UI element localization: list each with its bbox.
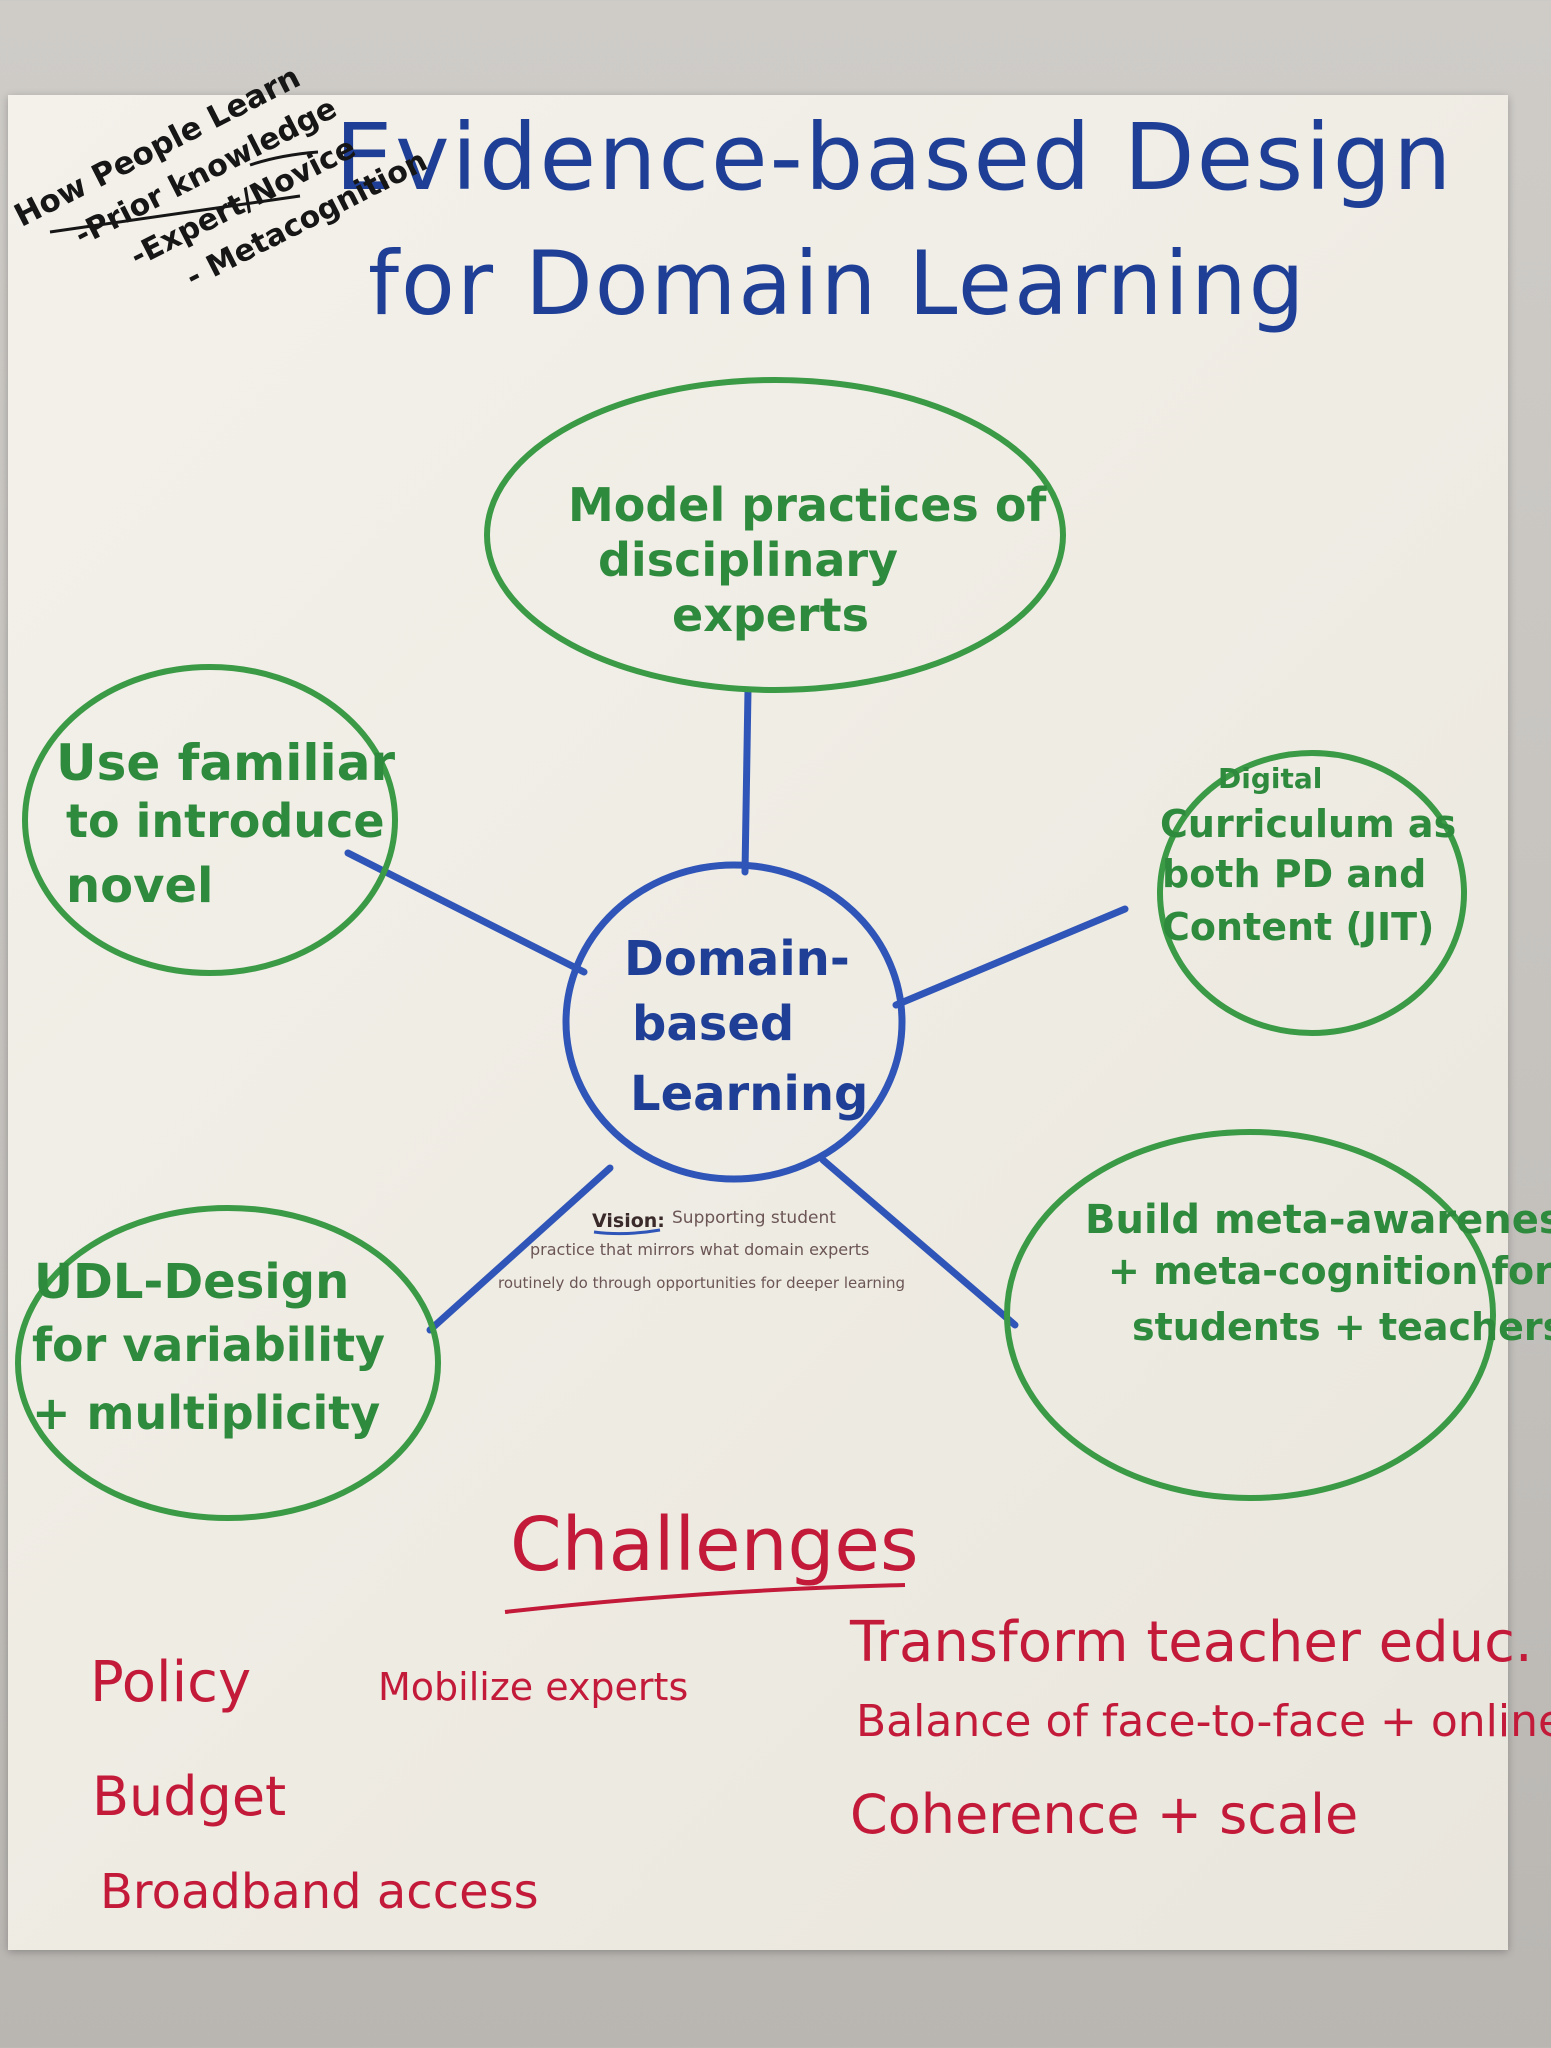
- challenges-underline: [504, 1583, 906, 1614]
- vision-underline: [593, 1228, 661, 1236]
- challenge-item: Broadband access: [100, 1864, 539, 1920]
- node-bottom-right-line: Build meta-awareness: [1085, 1197, 1551, 1243]
- challenge-item: Balance of face-to-face + online: [856, 1696, 1551, 1747]
- node-bottom-right-ellipse: [1004, 1129, 1496, 1501]
- node-bottom-left-line: UDL-Design: [34, 1254, 350, 1310]
- side-note-underline-2: [49, 194, 301, 234]
- challenge-item: Coherence + scale: [850, 1783, 1359, 1846]
- node-bottom-left-line: + multiplicity: [32, 1386, 381, 1440]
- challenge-item: Mobilize experts: [378, 1665, 689, 1709]
- node-left-line: Use familiar: [56, 734, 396, 792]
- hub-label-line: Learning: [630, 1066, 869, 1122]
- spoke-right: [892, 905, 1129, 1009]
- spoke-bottom-left: [426, 1164, 614, 1334]
- title-line-2: for Domain Learning: [368, 232, 1307, 335]
- spoke-bottom-right: [819, 1156, 1019, 1329]
- challenge-item: Policy: [90, 1650, 252, 1715]
- side-note-underline: [249, 150, 319, 167]
- node-left-ellipse: [22, 664, 398, 976]
- node-top-line: Model practices of: [568, 478, 1047, 532]
- vision-line: Supporting student: [672, 1208, 836, 1228]
- node-top-line: experts: [672, 588, 870, 642]
- node-right-ellipse: [1157, 750, 1467, 1036]
- challenge-item: Budget: [92, 1765, 287, 1828]
- node-right-line: Content (JIT): [1162, 905, 1435, 949]
- node-right-line: both PD and: [1162, 852, 1427, 896]
- node-bottom-left-ellipse: [15, 1205, 441, 1521]
- node-bottom-left-line: for variability: [32, 1318, 386, 1372]
- node-top-line: disciplinary: [598, 533, 899, 587]
- spoke-left: [344, 849, 588, 976]
- hub-label-line: Domain-: [624, 931, 850, 987]
- node-left-line: novel: [66, 858, 214, 914]
- vision-line: routinely do through opportunities for d…: [498, 1274, 906, 1292]
- node-bottom-right-line: + meta-cognition for: [1108, 1249, 1551, 1293]
- hub-label-line: based: [632, 996, 795, 1052]
- node-left-line: to introduce: [66, 794, 385, 848]
- node-right-small: Digital: [1218, 762, 1323, 795]
- challenges-heading: Challenges: [510, 1502, 919, 1588]
- hub-circle: [562, 861, 906, 1183]
- node-right-line: Curriculum as: [1160, 802, 1457, 846]
- title-line-1: Evidence-based Design: [335, 104, 1454, 211]
- vision-label: Vision:: [592, 1210, 665, 1232]
- node-top-ellipse: [484, 377, 1066, 693]
- spoke-top: [741, 686, 752, 876]
- node-bottom-right-line: students + teachers: [1132, 1305, 1551, 1349]
- challenge-item: Transform teacher educ.: [850, 1610, 1533, 1675]
- vision-line: practice that mirrors what domain expert…: [530, 1240, 870, 1259]
